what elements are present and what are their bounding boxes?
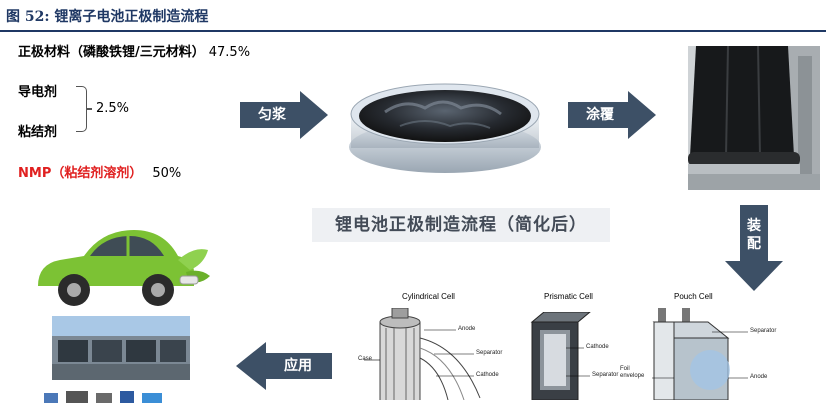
material-binder: 粘结剂 [18, 121, 57, 140]
cylindrical-part-separator: Separator [476, 350, 503, 356]
material-cathode: 正极材料（磷酸铁锂/三元材料）47.5% [18, 41, 250, 60]
pouch-part-separator: Separator [750, 328, 777, 334]
prismatic-part-cathode: Cathode [586, 344, 609, 350]
apply-arrow: 应用 [236, 342, 332, 390]
figure-title: 图 52: 锂离子电池正极制造流程 [6, 9, 209, 25]
down-arrow-icon [725, 205, 783, 291]
devices-image [40, 388, 180, 403]
assemble-label-top: 装 [747, 218, 761, 234]
material-conductive: 导电剂 [18, 81, 57, 100]
coat-label: 涂覆 [586, 107, 614, 123]
mix-label: 匀浆 [258, 107, 286, 123]
right-arrow-icon [240, 91, 328, 139]
prismatic-cell-title: Prismatic Cell [544, 292, 593, 301]
pouch-cell-title: Pouch Cell [674, 292, 713, 301]
cylindrical-cell-drawing [364, 308, 481, 400]
cylindrical-part-anode: Anode [458, 326, 476, 332]
pouch-part-foil-envelope: Foil envelope [620, 366, 645, 379]
material-cathode-label: 正极材料（磷酸铁锂/三元材料） [18, 45, 205, 60]
prismatic-cell-drawing [530, 312, 591, 400]
cell-types-diagram: Cylindrical Cell Anode Separator Cathode… [358, 286, 790, 400]
right-arrow-icon [568, 91, 656, 139]
mix-arrow: 匀浆 [240, 91, 328, 139]
left-arrow-icon [236, 342, 332, 390]
material-nmp: NMP（粘结剂溶剂） 50% [18, 162, 181, 181]
material-binder-label: 粘结剂 [18, 125, 58, 140]
material-nmp-label: NMP（粘结剂溶剂） [18, 166, 143, 181]
cylindrical-part-case: Case [358, 356, 373, 362]
apply-label: 应用 [284, 358, 312, 374]
coating-machine-image [688, 45, 820, 190]
material-nmp-pct: 50% [152, 166, 182, 181]
material-conductive-label: 导电剂 [18, 85, 58, 100]
prismatic-part-separator: Separator [592, 372, 619, 378]
electric-car-image [28, 224, 216, 310]
assemble-label-bottom: 配 [747, 236, 761, 252]
material-cathode-pct: 47.5% [208, 45, 251, 60]
coat-arrow: 涂覆 [568, 91, 656, 139]
title-divider [0, 30, 826, 32]
cylindrical-part-cathode: Cathode [476, 372, 499, 378]
cylindrical-cell-title: Cylindrical Cell [402, 292, 455, 301]
pouch-cell-drawing [652, 308, 748, 400]
center-title: 锂电池正极制造流程（简化后） [312, 208, 610, 242]
additive-bracket-tick [86, 108, 92, 110]
assemble-arrow: 装 配 [725, 205, 783, 291]
energy-storage-image [52, 316, 190, 380]
pouch-part-anode: Anode [750, 374, 768, 380]
slurry-dish-image [345, 52, 545, 177]
additive-pct: 2.5% [96, 101, 130, 116]
